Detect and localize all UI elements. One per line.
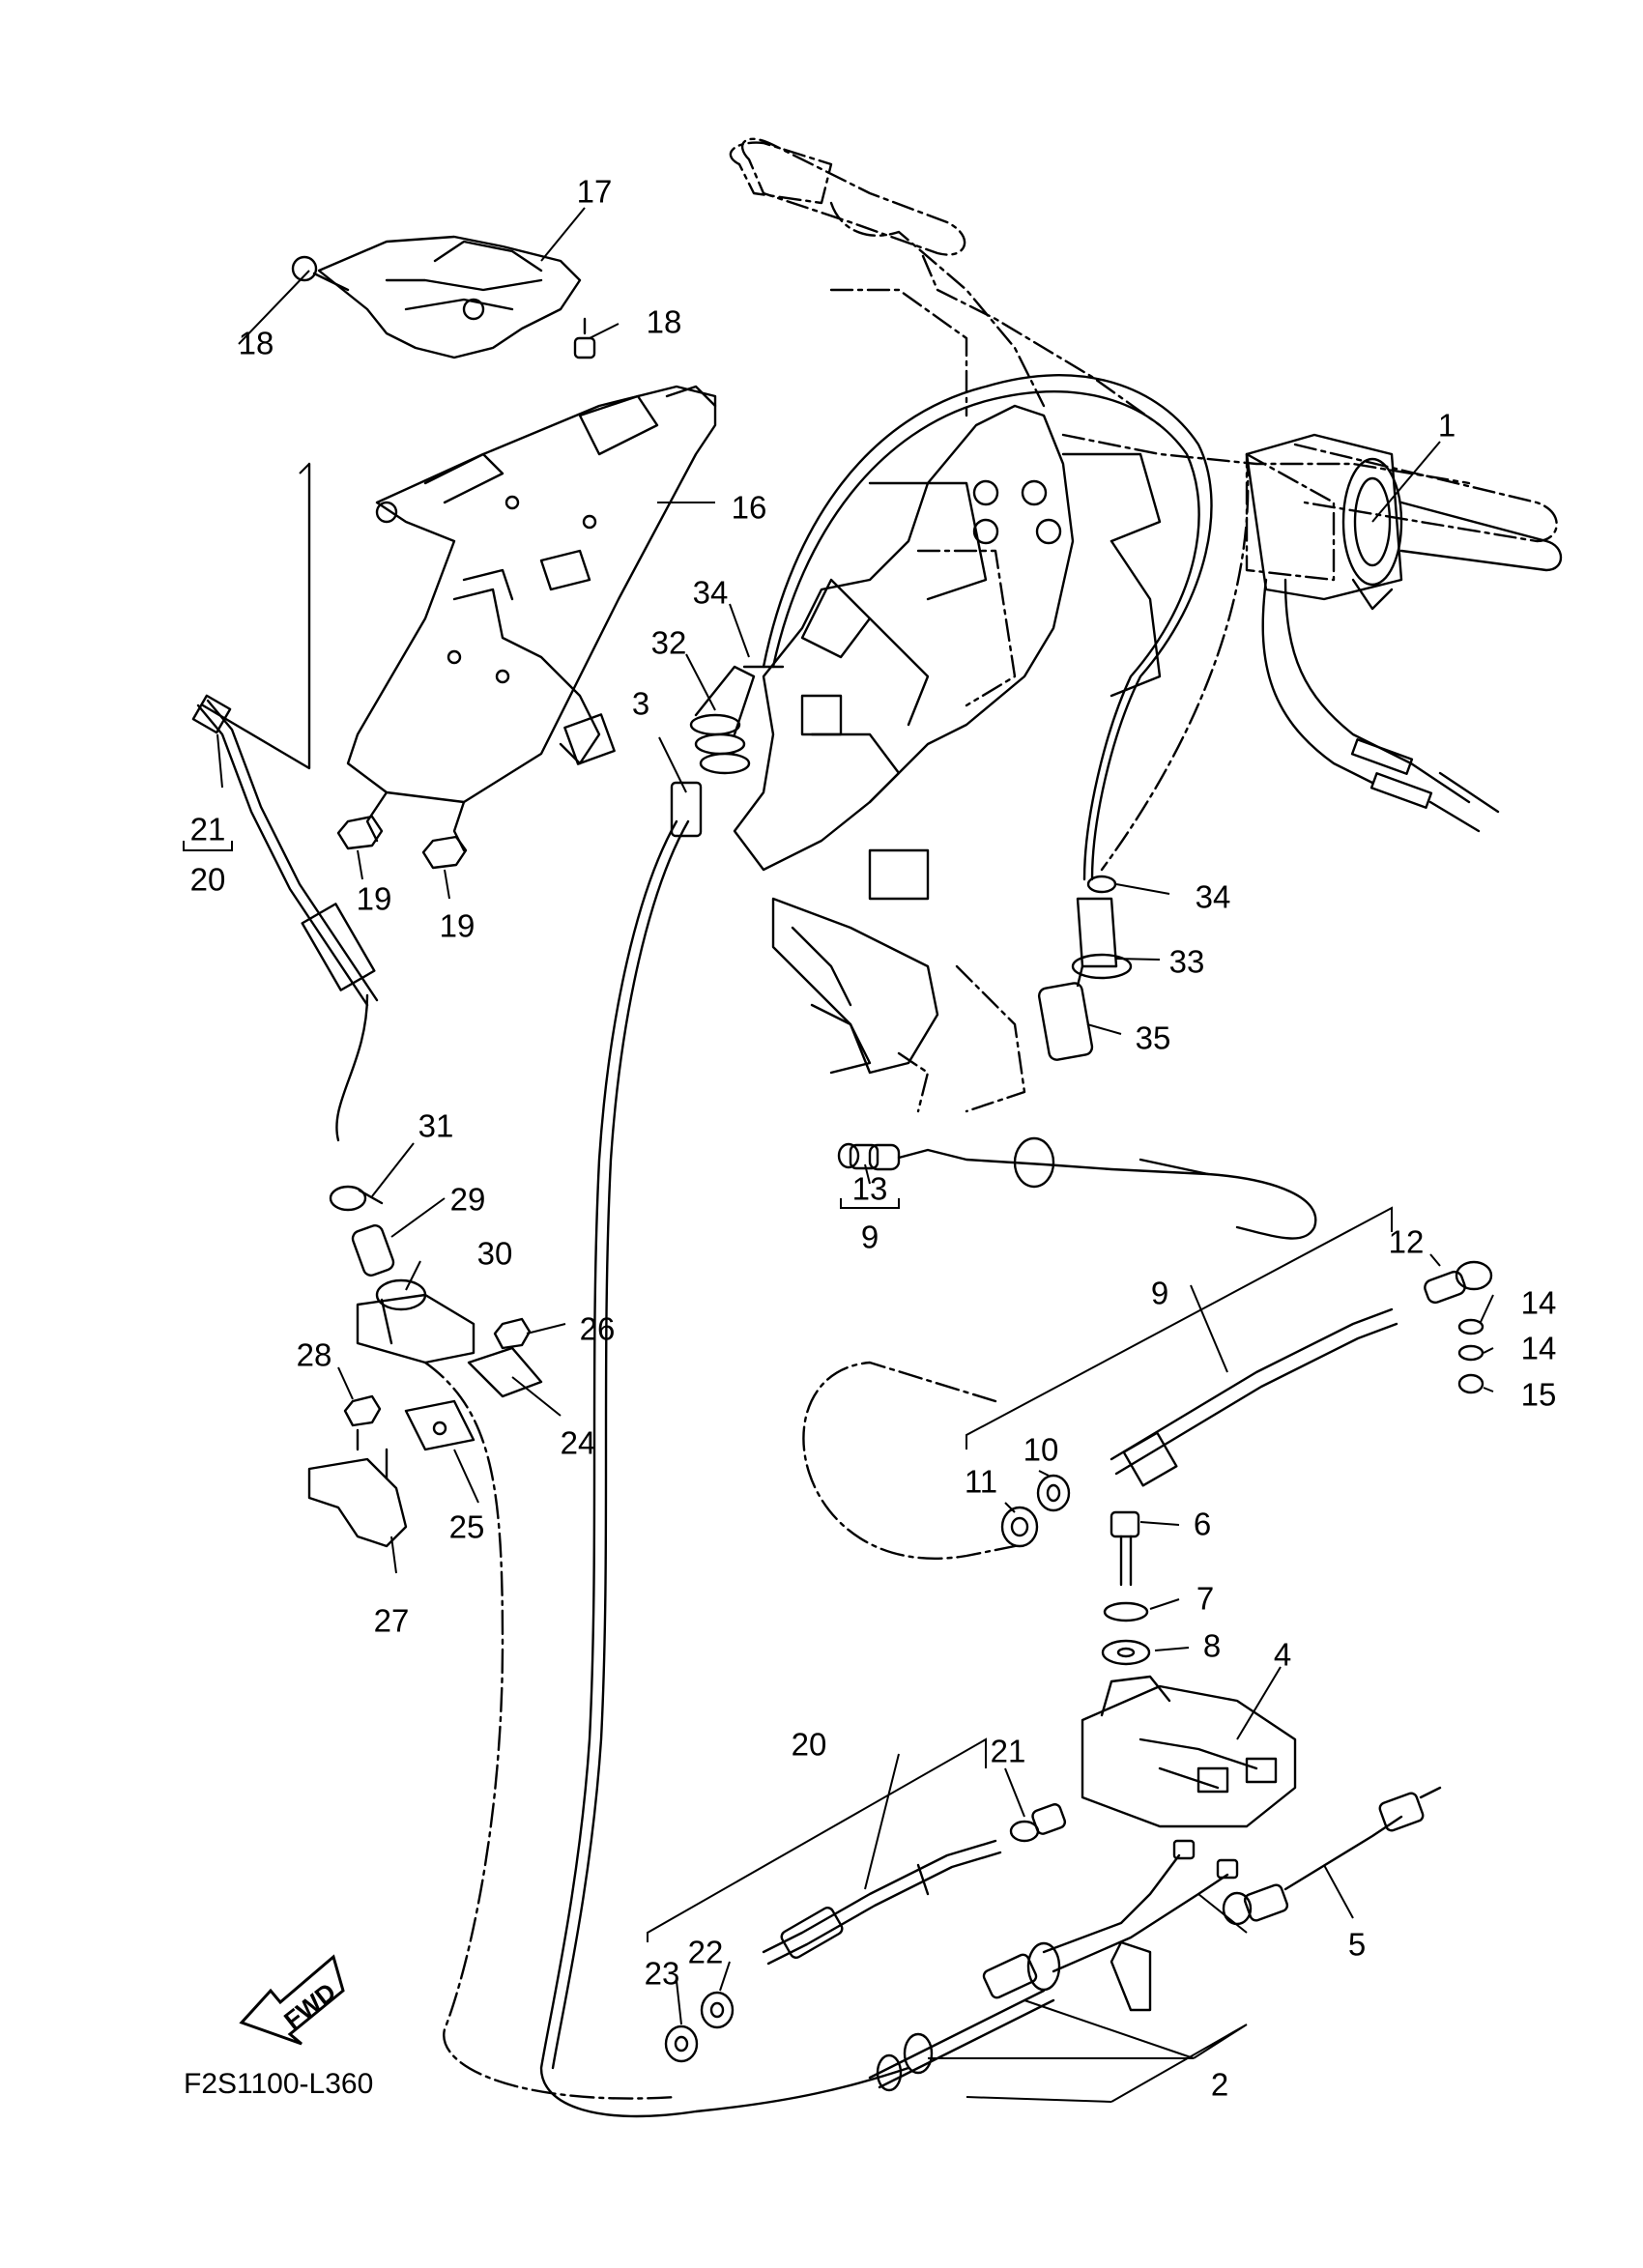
callout-23: 23: [644, 1955, 680, 1992]
callout-3: 3: [631, 685, 650, 722]
cable-20-left: [193, 696, 377, 1140]
callout-35: 35: [1135, 1019, 1171, 1056]
washer-14b: [1459, 1346, 1483, 1360]
cable-3-inner: [553, 821, 688, 2068]
callout-4: 4: [1273, 1636, 1292, 1673]
sleeve-33: [1073, 899, 1131, 986]
callout-19-a: 19: [356, 880, 392, 917]
washer-22: [702, 1993, 733, 2027]
plate-24: [469, 1348, 541, 1396]
callout-32: 32: [650, 624, 687, 661]
callout-14-a: 14: [1520, 1284, 1557, 1321]
callout-34-b: 34: [1195, 878, 1231, 915]
clip-34b: [1088, 876, 1115, 892]
leader-lines: [184, 208, 1493, 2102]
callout-7: 7: [1196, 1580, 1215, 1617]
handlebar-cable-inner: [773, 391, 1199, 879]
diagram-code: F2S1100-L360: [184, 2068, 374, 2100]
callout-17: 17: [576, 173, 613, 210]
steering-column: [735, 406, 1160, 1073]
grommet-29: [351, 1223, 395, 1278]
cable-9-upper: [870, 1138, 1315, 1239]
screw-18b: [575, 319, 594, 358]
callout-24: 24: [560, 1424, 596, 1461]
callout-8: 8: [1202, 1627, 1222, 1664]
handlebar-cable: [764, 375, 1212, 879]
nut-19a: [338, 817, 382, 848]
callout-6: 6: [1193, 1506, 1212, 1542]
callout-27: 27: [373, 1602, 410, 1639]
callout-2: 2: [1210, 2066, 1229, 2103]
nut-28: [345, 1396, 380, 1425]
washer-7: [1105, 1603, 1147, 1621]
callout-28: 28: [296, 1336, 332, 1373]
callout-15: 15: [1520, 1376, 1557, 1413]
callout-18-b: 18: [646, 303, 682, 340]
washer-10: [1038, 1476, 1069, 1510]
callout-5: 5: [1347, 1926, 1367, 1963]
bracket-4: [1082, 1677, 1295, 1826]
sleeve-35: [1038, 982, 1093, 1061]
callout-9-upper: 9: [1150, 1275, 1169, 1311]
handlebar-phantom: [742, 139, 1469, 1111]
nut-15: [1459, 1375, 1483, 1392]
cable-9-lower: [1111, 1309, 1397, 1485]
nut-23: [666, 2026, 697, 2061]
holder-30: [358, 1280, 474, 1363]
washer-8: [1103, 1641, 1149, 1664]
cable-9-loop: [803, 1363, 1015, 1559]
bolt-6: [1111, 1512, 1139, 1585]
cable-20-lower: [764, 1841, 1000, 1964]
throttle-housing: [1247, 435, 1561, 609]
fwd-arrow: FWD: [242, 1957, 343, 2044]
clip-31: [331, 1187, 382, 1210]
cable-2: [870, 1841, 1237, 2090]
nut-19b: [423, 837, 466, 868]
throttle-cable-ends: [1263, 580, 1498, 831]
screw-18a: [293, 257, 348, 290]
callout-10: 10: [1023, 1431, 1059, 1468]
nut-26: [495, 1319, 530, 1348]
mount-plate-16: [348, 387, 715, 850]
callout-18-a: 18: [238, 325, 274, 361]
callout-21-left: 21: [189, 811, 226, 847]
cable-3: [541, 821, 908, 2116]
callout-29: 29: [449, 1181, 486, 1218]
callout-33: 33: [1168, 943, 1205, 980]
callout-20-lower: 20: [791, 1726, 827, 1763]
callout-12: 12: [1388, 1223, 1425, 1260]
callout-14-b: 14: [1520, 1330, 1557, 1366]
linkage-13: [839, 1144, 878, 1168]
callout-11: 11: [964, 1463, 998, 1500]
washer-14a: [1459, 1320, 1483, 1334]
fitting-32: [672, 667, 783, 836]
callout-16: 16: [731, 489, 767, 526]
callout-13: 13: [851, 1170, 888, 1207]
callout-31: 31: [418, 1107, 454, 1144]
callout-30: 30: [476, 1235, 513, 1272]
callout-9-lower: 9: [860, 1219, 879, 1255]
callout-22: 22: [687, 1934, 724, 1970]
plate-25: [406, 1401, 474, 1450]
callout-34-a: 34: [692, 574, 729, 611]
clamp-27: [309, 1430, 406, 1546]
cable-5: [1224, 1788, 1440, 1924]
bracket-17: [319, 237, 580, 358]
callout-19-b: 19: [439, 907, 476, 944]
callout-25: 25: [448, 1508, 485, 1545]
callout-21-lower: 21: [990, 1733, 1026, 1769]
callout-1: 1: [1437, 407, 1456, 444]
callout-26: 26: [579, 1310, 616, 1347]
joint-12: [1423, 1262, 1491, 1305]
leader-box-20: [203, 464, 309, 768]
nut-11: [1002, 1507, 1037, 1546]
left-grip: [731, 143, 1557, 580]
cable-phantom-left: [425, 1363, 677, 2099]
callout-20-left: 20: [189, 861, 226, 898]
fitting-21-lower: [1011, 1803, 1067, 1841]
